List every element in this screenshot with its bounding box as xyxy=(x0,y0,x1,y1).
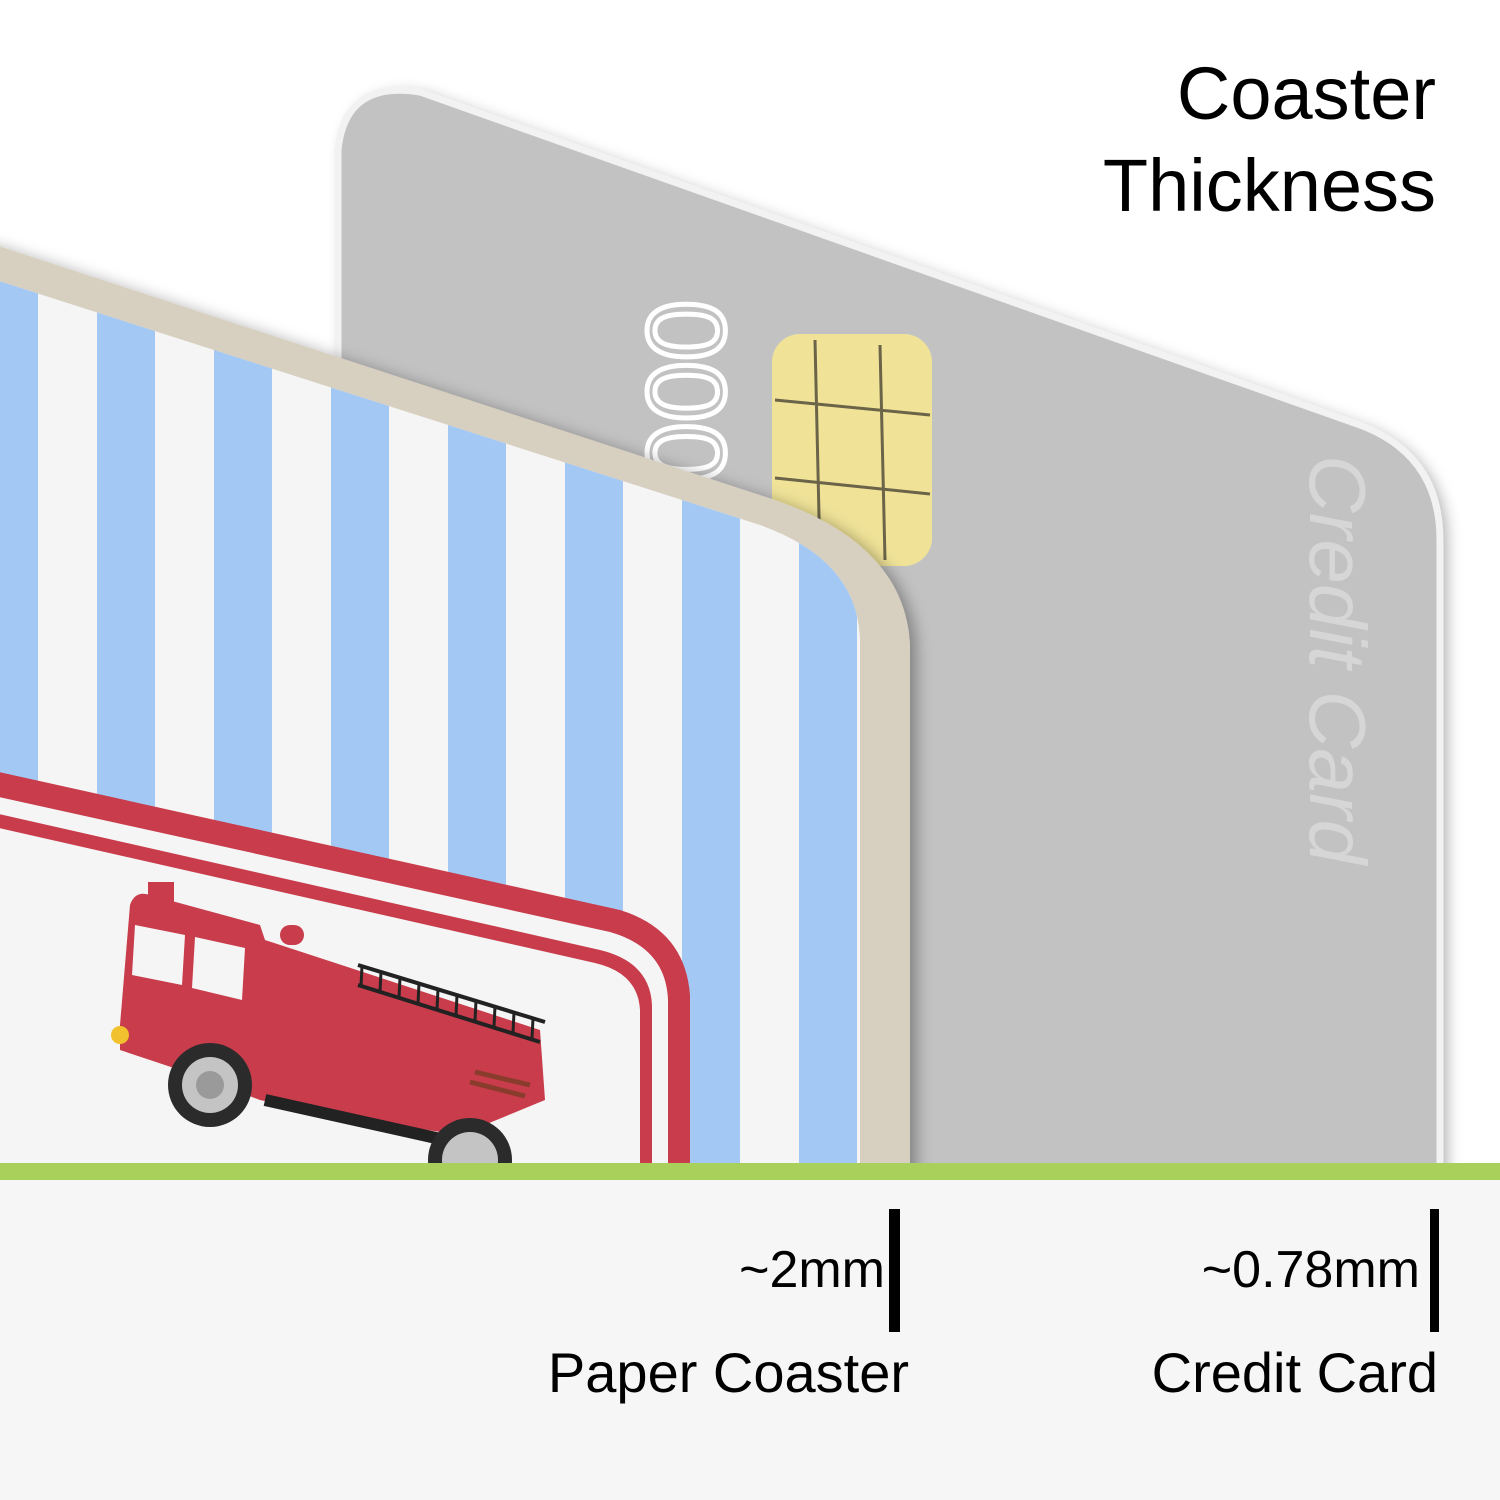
ladder-rung xyxy=(511,1012,516,1033)
ladder-rung xyxy=(530,1018,535,1039)
ladder-rung xyxy=(454,994,459,1016)
paper-coaster xyxy=(0,246,910,1165)
ground-line xyxy=(0,1163,1500,1180)
paper-coaster-thickness-bar xyxy=(889,1209,900,1332)
credit-card-label: Credit Card xyxy=(1151,1341,1438,1404)
measurement-panel xyxy=(0,1180,1500,1500)
ladder-rung xyxy=(397,977,402,998)
paper-coaster-label: Paper Coaster xyxy=(547,1341,909,1404)
ladder-rung xyxy=(359,965,364,987)
credit-card-chip-icon xyxy=(772,334,932,566)
ladder-rung xyxy=(435,989,440,1010)
ladder-rung xyxy=(473,1000,478,1021)
ladder-rung xyxy=(378,971,383,992)
page-title: Coaster Thickness xyxy=(1103,48,1436,232)
fire-truck-icon xyxy=(111,882,546,1165)
ladder-rung xyxy=(416,983,421,1004)
paper-coaster-thickness: ~2mm xyxy=(739,1241,885,1299)
coaster-and-card-drawing: 0000 Credit Card xyxy=(0,86,1444,1165)
title-line-1: Coaster xyxy=(1176,52,1436,135)
product-illustration: 0000 Credit Card xyxy=(0,48,1444,1165)
title-line-2: Thickness xyxy=(1102,144,1436,227)
ladder-rung xyxy=(492,1006,497,1027)
credit-card-thickness: ~0.78mm xyxy=(1201,1241,1420,1299)
card-brand-label: Credit Card xyxy=(1293,455,1382,867)
credit-card-thickness-bar xyxy=(1430,1209,1439,1332)
